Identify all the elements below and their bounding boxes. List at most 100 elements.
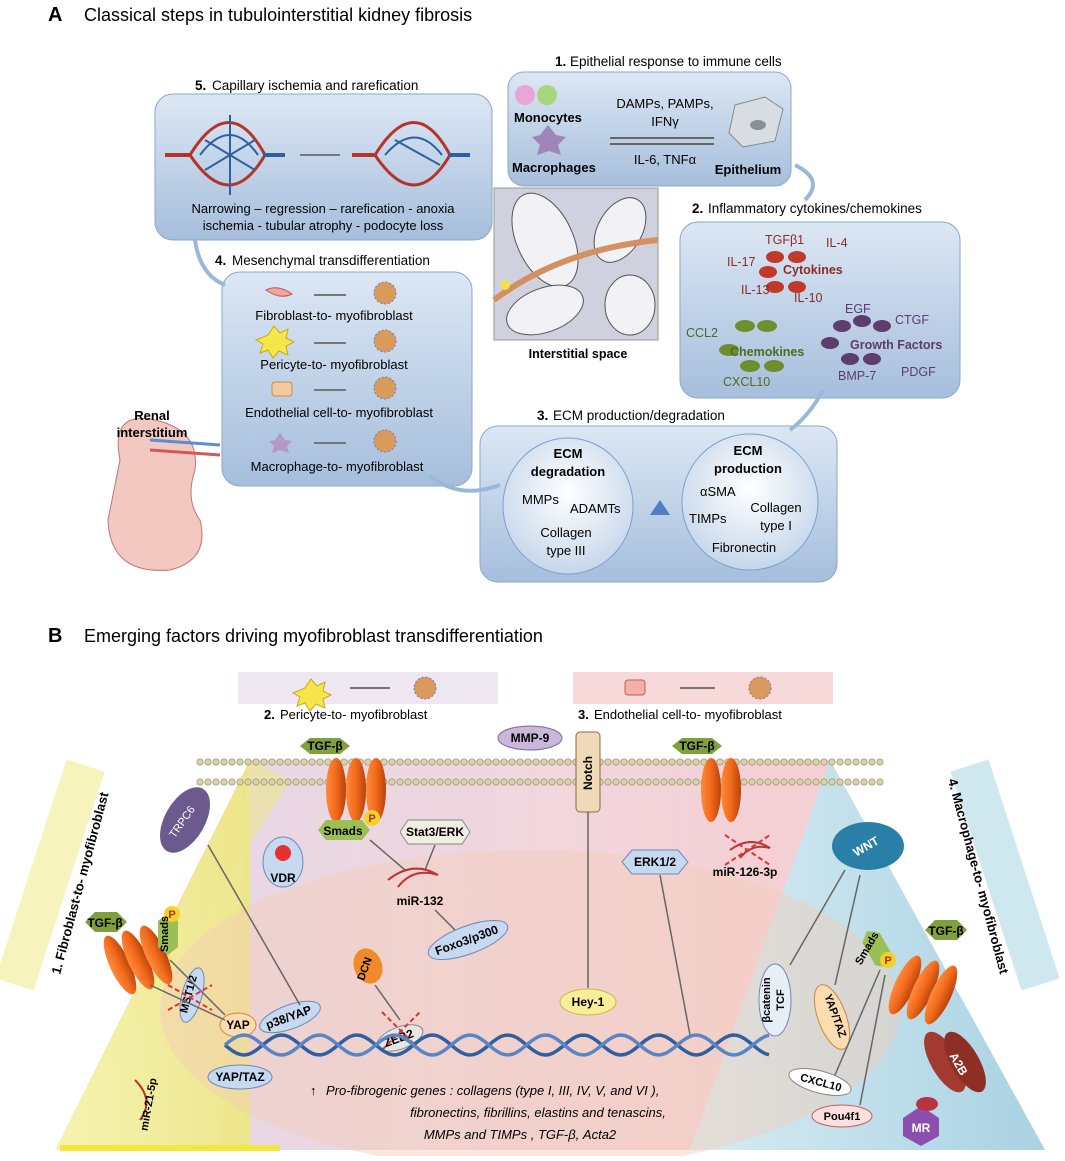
myofibroblast-icon	[373, 281, 397, 305]
col3-2: type III	[546, 543, 585, 558]
lipid-head	[772, 778, 780, 786]
lipid-head	[716, 758, 724, 766]
wnt-shape: WNT	[832, 822, 904, 870]
lipid-head	[508, 758, 516, 766]
mmp9-shape: MMP-9	[497, 725, 563, 751]
pericyte-banner	[238, 672, 498, 712]
lipid-head	[692, 778, 700, 786]
lipid-head	[396, 778, 404, 786]
growth-dot	[841, 353, 859, 365]
capillary-network-right	[352, 121, 470, 187]
a2b-receptor: A2B	[924, 1031, 986, 1093]
genes-line-1: Pro-fibrogenic genes : collagens (type I…	[326, 1083, 659, 1098]
lipid-head	[820, 778, 828, 786]
cytokine-dot	[766, 251, 784, 263]
lipid-head	[636, 758, 644, 766]
mir132: miR-132	[387, 867, 444, 908]
step4-box: Fibroblast-to- myofibroblast Pericyte-to…	[221, 271, 473, 487]
lipid-head	[436, 758, 444, 766]
il10-label: IL-10	[794, 291, 823, 305]
lipid-head	[276, 758, 284, 766]
step5-title: Capillary ischemia and rarefication	[212, 78, 418, 93]
step4-row-4: Macrophage-to- myofibroblast	[251, 459, 424, 474]
lipid-head	[492, 778, 500, 786]
lipid-head	[300, 758, 308, 766]
fibroblast-banner	[0, 759, 105, 991]
lipid-head	[604, 758, 612, 766]
step4-num: 4.	[215, 253, 226, 268]
lipid-head	[556, 778, 564, 786]
lipid-head	[628, 758, 636, 766]
lipid-head	[196, 758, 204, 766]
interstitial-label: Interstitial space	[529, 347, 628, 361]
s2-num: 2.	[264, 707, 275, 722]
mir132-label: miR-132	[397, 894, 444, 908]
chemokine-dot	[764, 360, 784, 372]
lipid-head	[516, 778, 524, 786]
growth-dot	[833, 320, 851, 332]
lipid-head	[484, 778, 492, 786]
growth-factors-label: Growth Factors	[850, 338, 942, 352]
prod-title-2: production	[714, 461, 782, 476]
lipid-head	[788, 778, 796, 786]
lipid-head	[740, 758, 748, 766]
interstitial-image	[492, 187, 659, 341]
chemokine-dot	[740, 360, 760, 372]
cxcl10-label: CXCL10	[723, 375, 770, 389]
ecm-production-oval	[681, 433, 819, 571]
lipid-head	[532, 778, 540, 786]
lipid-head	[316, 758, 324, 766]
tgf-receptor-macrophage: TGF-β	[888, 920, 967, 1025]
lipid-head	[468, 778, 476, 786]
pou4f1-shape: Pou4f1	[811, 1104, 873, 1128]
dna-strand	[223, 1033, 770, 1057]
p-label: P	[168, 909, 175, 921]
panel-a-letter: A	[48, 4, 62, 26]
growth-dot	[873, 320, 891, 332]
monocyte-icon	[537, 85, 557, 105]
tgf-receptor-fibroblast: TGF-β	[85, 912, 173, 995]
lipid-head	[292, 758, 300, 766]
step2-num: 2.	[692, 201, 703, 216]
step5-line1: Narrowing – regression – rarefication - …	[191, 201, 455, 216]
ccl2-label: CCL2	[686, 326, 718, 340]
hey1-label: Hey-1	[572, 995, 605, 1009]
lipid-head	[252, 778, 260, 786]
lipid-head	[764, 758, 772, 766]
lipid-head	[612, 758, 620, 766]
lipid-head	[748, 758, 756, 766]
growth-dot	[821, 337, 839, 349]
lipid-head	[484, 758, 492, 766]
lipid-head	[460, 758, 468, 766]
adamts-label: ADAMTs	[570, 501, 621, 516]
lipid-head	[876, 758, 884, 766]
lipid-head	[540, 758, 548, 766]
step5-box: Narrowing – regression – rarefication - …	[154, 93, 493, 241]
lipid-head	[388, 758, 396, 766]
lipid-head	[620, 778, 628, 786]
lipid-head	[676, 758, 684, 766]
lipid-head	[652, 778, 660, 786]
dcn-shape: DCN	[353, 948, 383, 984]
lipid-head	[668, 758, 676, 766]
macrophage-icon	[532, 125, 566, 155]
lipid-head	[772, 758, 780, 766]
lipid-head	[564, 758, 572, 766]
lipid-head	[236, 778, 244, 786]
tgf-label: TGF-β	[87, 916, 122, 930]
lipid-head	[684, 758, 692, 766]
lipid-head	[412, 758, 420, 766]
lipid-head	[308, 778, 316, 786]
bmp7-label: BMP-7	[838, 369, 876, 383]
kidney-icon	[107, 417, 221, 571]
lipid-head	[452, 758, 460, 766]
p-label: P	[884, 955, 891, 967]
lipid-head	[868, 778, 876, 786]
lipid-head	[428, 778, 436, 786]
genes-line-2: fibronectins, fibrillins, elastins and t…	[410, 1105, 666, 1120]
timps-label: TIMPs	[689, 511, 727, 526]
il4-label: IL-4	[826, 236, 848, 250]
lipid-head	[244, 778, 252, 786]
lipid-head	[540, 778, 548, 786]
